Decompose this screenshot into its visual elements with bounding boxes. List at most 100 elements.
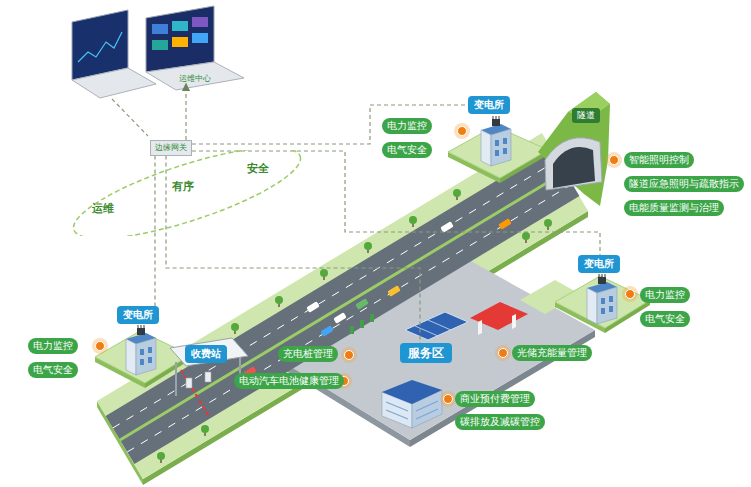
- service-sign: 服务区: [400, 343, 452, 363]
- toll-station: [186, 378, 192, 388]
- function-tag: 智能照明控制: [624, 152, 694, 168]
- tree: [231, 323, 239, 334]
- function-tag: 光储充能量管理: [512, 345, 592, 361]
- tree: [453, 189, 461, 200]
- toll-station: [181, 370, 210, 418]
- substation-sign: 变电所: [468, 96, 510, 114]
- car: [440, 221, 453, 232]
- label-text: 电气安全: [33, 364, 73, 376]
- marker-dot: [440, 391, 456, 407]
- concept-ellipse: 运维有序安全: [62, 150, 312, 236]
- function-tag: 电动汽车电池健康管理: [234, 373, 344, 389]
- road: [106, 148, 580, 464]
- service-facilities: [350, 302, 528, 428]
- function-tag: 隧道应急照明与疏散指示: [624, 176, 744, 192]
- dashed-wire: [112, 99, 148, 136]
- function-tag: 电气安全: [640, 311, 690, 327]
- label-text: 变电所: [584, 258, 614, 270]
- service-facilities: [386, 410, 408, 419]
- label-text: 变电所: [474, 99, 504, 111]
- service-facilities: [416, 409, 438, 419]
- label-text: 边缘网关: [155, 143, 187, 153]
- laptop: [192, 17, 208, 27]
- service-facilities: [415, 326, 438, 336]
- toll-station: [170, 338, 248, 366]
- ellipse-outline: [65, 150, 309, 236]
- dashed-link: [185, 84, 186, 140]
- tree: [544, 219, 552, 230]
- marker-dot: [341, 347, 357, 363]
- device-label: 运维中心: [178, 74, 212, 84]
- car: [355, 298, 368, 309]
- label-text: 电动汽车电池健康管理: [239, 375, 339, 387]
- car: [243, 218, 511, 377]
- tree: [364, 242, 372, 253]
- label-text: 光储充能量管理: [517, 347, 587, 359]
- toll-station: [205, 372, 211, 382]
- label-text: 有序: [172, 180, 194, 193]
- laptop: [72, 68, 156, 98]
- label-text: 电能质量监测与治理: [629, 202, 719, 214]
- substation-sign: 变电所: [578, 255, 620, 273]
- laptop: [146, 62, 244, 90]
- substation-building: [587, 274, 617, 324]
- substation-platform: [95, 126, 650, 388]
- substation-building: [481, 116, 511, 166]
- road: [106, 148, 580, 464]
- marker-dot: [454, 123, 470, 139]
- gateway-box: 边缘网关: [150, 140, 192, 156]
- tree: [275, 296, 283, 307]
- service-facilities: [428, 320, 451, 330]
- ground-platform: [97, 133, 588, 485]
- laptop: [192, 33, 208, 43]
- function-tag: 商业预付费管理: [455, 391, 535, 407]
- label-text: 运维中心: [179, 74, 211, 84]
- service-facilities: [360, 320, 364, 328]
- function-tag: 电能质量监测与治理: [624, 200, 724, 216]
- road: [127, 184, 572, 452]
- laptop: [146, 6, 214, 72]
- laptop: [172, 37, 188, 47]
- dashed-link: [192, 105, 468, 144]
- function-tag: 充电桩管理: [278, 346, 338, 362]
- marker-dot: [92, 123, 638, 407]
- dashed-link: [192, 151, 600, 255]
- label-text: 碳排放及减碳管控: [460, 416, 540, 428]
- car: [387, 285, 400, 296]
- label-text: 变电所: [123, 309, 153, 321]
- function-tag: 电气安全: [382, 142, 432, 158]
- label-text: 安全: [247, 162, 269, 175]
- laptop: [78, 32, 122, 62]
- tree: [157, 452, 165, 463]
- label-text: 服务区: [408, 346, 444, 360]
- laptop: [152, 24, 168, 34]
- laptop: [172, 21, 188, 31]
- tree: [320, 269, 328, 280]
- toll-sign: 收费站: [185, 345, 227, 363]
- function-tag: 碳排放及减碳管控: [455, 414, 545, 430]
- service-facilities: [478, 320, 482, 335]
- label-text: 智能照明控制: [629, 154, 689, 166]
- label-text: 电力监控: [645, 289, 685, 301]
- service-facilities: [370, 314, 374, 322]
- service-facilities: [386, 402, 408, 411]
- road: [113, 160, 558, 428]
- label-text: 充电桩管理: [283, 348, 333, 360]
- service-facilities: [512, 314, 516, 329]
- car: [498, 218, 511, 229]
- service-facilities: [382, 380, 442, 404]
- marker-dot: [606, 152, 622, 168]
- label-text: 电力监控: [387, 120, 427, 132]
- laptop: [152, 40, 168, 50]
- function-tag: 电力监控: [382, 118, 432, 134]
- label-text: 商业预付费管理: [460, 393, 530, 405]
- tunnel-mountain: [553, 147, 595, 188]
- marker-dot: [622, 286, 638, 302]
- substation-sign: 变电所: [117, 306, 159, 324]
- dashed-link: [166, 156, 420, 343]
- car: [320, 325, 333, 336]
- dashed-wire: [112, 99, 148, 136]
